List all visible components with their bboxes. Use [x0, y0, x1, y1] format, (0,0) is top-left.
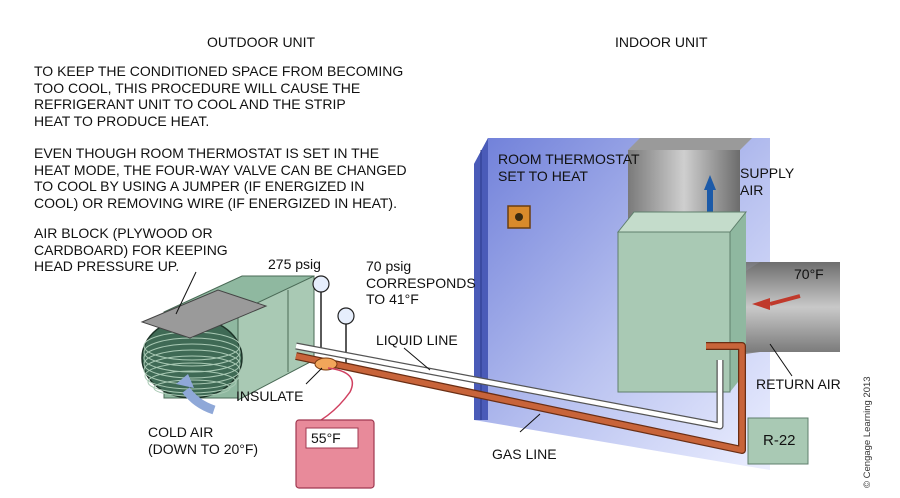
- note-paragraph-2: EVEN THOUGH ROOM THERMOSTAT IS SET IN TH…: [34, 145, 407, 211]
- indoor-unit-heading: INDOOR UNIT: [615, 34, 708, 50]
- label-line: AIR: [740, 181, 764, 198]
- leader-liquid-line: [403, 347, 431, 371]
- label-line: COLD AIR: [148, 424, 214, 440]
- note-line: COOL) OR REMOVING WIRE (IF ENERGIZED IN …: [34, 194, 397, 211]
- label-line: CORRESPONDS: [366, 274, 476, 291]
- note-line: CARDBOARD) FOR KEEPING: [34, 241, 228, 258]
- note-line: EVEN THOUGH ROOM THERMOSTAT IS SET IN TH…: [34, 145, 380, 161]
- label-line: SUPPLY: [740, 165, 795, 181]
- note-line: TO COOL BY USING A JUMPER (IF ENERGIZED …: [34, 178, 365, 194]
- note-line: AIR BLOCK (PLYWOOD OR: [34, 225, 213, 241]
- air-block-plywood: [140, 289, 268, 339]
- leader-air-block: [175, 271, 197, 315]
- supply-air-label: SUPPLY AIR: [740, 165, 794, 198]
- note-line: HEAT TO PRODUCE HEAT.: [34, 112, 210, 129]
- liquid-line-label: LIQUID LINE: [376, 332, 458, 348]
- leader-gas-line: [519, 413, 541, 433]
- leader-return-air: [769, 343, 793, 377]
- label-line: 70 psig: [366, 258, 412, 274]
- thermometer-reading: 55°F: [311, 430, 341, 446]
- gauge-high-pressure: [312, 275, 330, 350]
- supply-air-duct: [628, 138, 752, 220]
- label-line: SET TO HEAT: [498, 167, 588, 184]
- thermostat-label: ROOM THERMOSTAT SET TO HEAT: [498, 151, 640, 184]
- outdoor-unit-heading: OUTDOOR UNIT: [207, 34, 316, 50]
- cold-air-arrow-icon: [182, 387, 216, 415]
- copyright-credit: © Cengage Learning 2013: [862, 376, 873, 488]
- note-paragraph-1: TO KEEP THE CONDITIONED SPACE FROM BECOM…: [34, 63, 403, 129]
- indoor-air-handler: [616, 211, 748, 393]
- insulated-sensor-bulb: [314, 357, 338, 371]
- note-line: HEAT MODE, THE FOUR-WAY VALVE CAN BE CHA…: [34, 161, 407, 178]
- thermometer-display: [305, 427, 359, 449]
- return-temp-label: 70°F: [794, 266, 824, 282]
- label-line: ROOM THERMOSTAT: [498, 151, 640, 167]
- refrigerant-box: [747, 417, 809, 465]
- gauge-low-pressure: [337, 307, 355, 368]
- refrigerant-label: R-22: [763, 432, 796, 449]
- note-line: REFRIGERANT UNIT TO COOL AND THE STRIP: [34, 96, 346, 112]
- return-air-label: RETURN AIR: [756, 376, 841, 392]
- label-line: TO 41°F: [366, 291, 419, 307]
- air-block-label: AIR BLOCK (PLYWOOD OR CARDBOARD) FOR KEE…: [34, 225, 228, 275]
- room-thermostat-icon: [507, 205, 531, 229]
- insulate-label: INSULATE: [236, 388, 304, 404]
- note-line: TO KEEP THE CONDITIONED SPACE FROM BECOM…: [34, 63, 404, 79]
- low-pressure-label: 70 psig CORRESPONDS TO 41°F: [366, 258, 476, 308]
- gas-line-label: GAS LINE: [492, 446, 557, 462]
- high-pressure-label: 275 psig: [268, 256, 321, 272]
- leader-insulate: [305, 367, 323, 385]
- cold-air-label: COLD AIR (DOWN TO 20°F): [148, 424, 258, 457]
- return-air-arrow-icon: [752, 298, 770, 310]
- supply-air-arrow-icon: [704, 175, 716, 190]
- note-line: HEAD PRESSURE UP.: [34, 258, 180, 274]
- note-line: TOO COOL, THIS PROCEDURE WILL CAUSE THE: [34, 79, 361, 96]
- label-line: (DOWN TO 20°F): [148, 440, 259, 457]
- outdoor-condenser: [140, 275, 315, 401]
